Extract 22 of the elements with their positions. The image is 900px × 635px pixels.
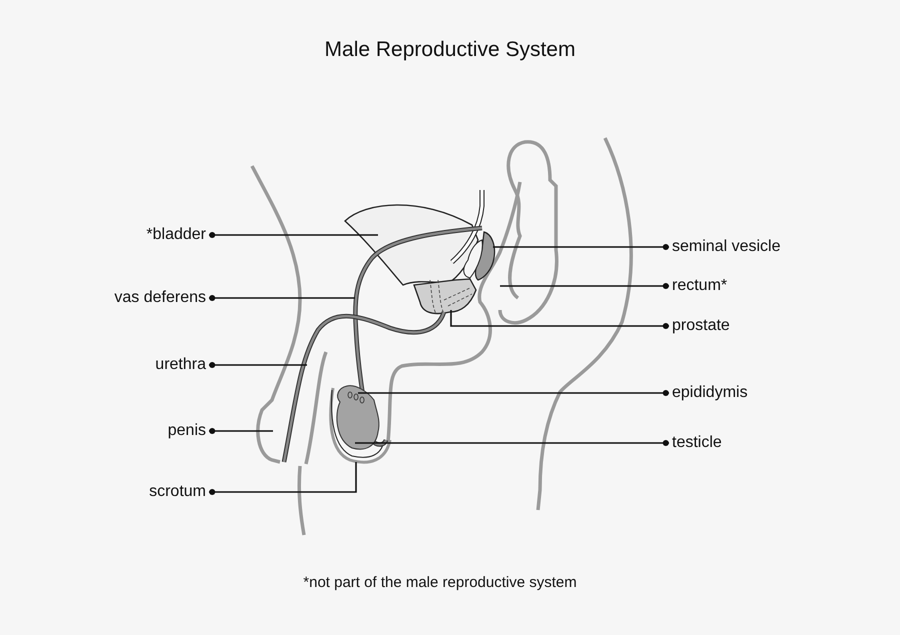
title: Male Reproductive System	[324, 38, 576, 62]
leader-line	[209, 428, 273, 434]
leader-line	[358, 390, 669, 396]
part-label: *bladder	[146, 225, 206, 245]
part-label: rectum*	[672, 276, 728, 296]
footnote: *not part of the male reproductive system	[303, 574, 577, 591]
part-label: urethra	[155, 355, 206, 375]
leader-line	[209, 232, 378, 238]
leader-line	[500, 282, 669, 290]
leader-line	[209, 462, 357, 496]
part-label: seminal vesicle	[672, 237, 780, 257]
part-label: vas deferens	[114, 288, 206, 308]
leader-line	[209, 294, 355, 302]
part-label: penis	[168, 421, 206, 441]
leader-line	[493, 244, 669, 250]
part-label: epididymis	[672, 383, 748, 403]
part-label: prostate	[672, 316, 730, 336]
leader-line	[209, 362, 307, 368]
leader-line	[355, 440, 669, 446]
leader-line	[450, 310, 669, 330]
part-label: testicle	[672, 433, 722, 453]
part-label: scrotum	[149, 482, 206, 502]
